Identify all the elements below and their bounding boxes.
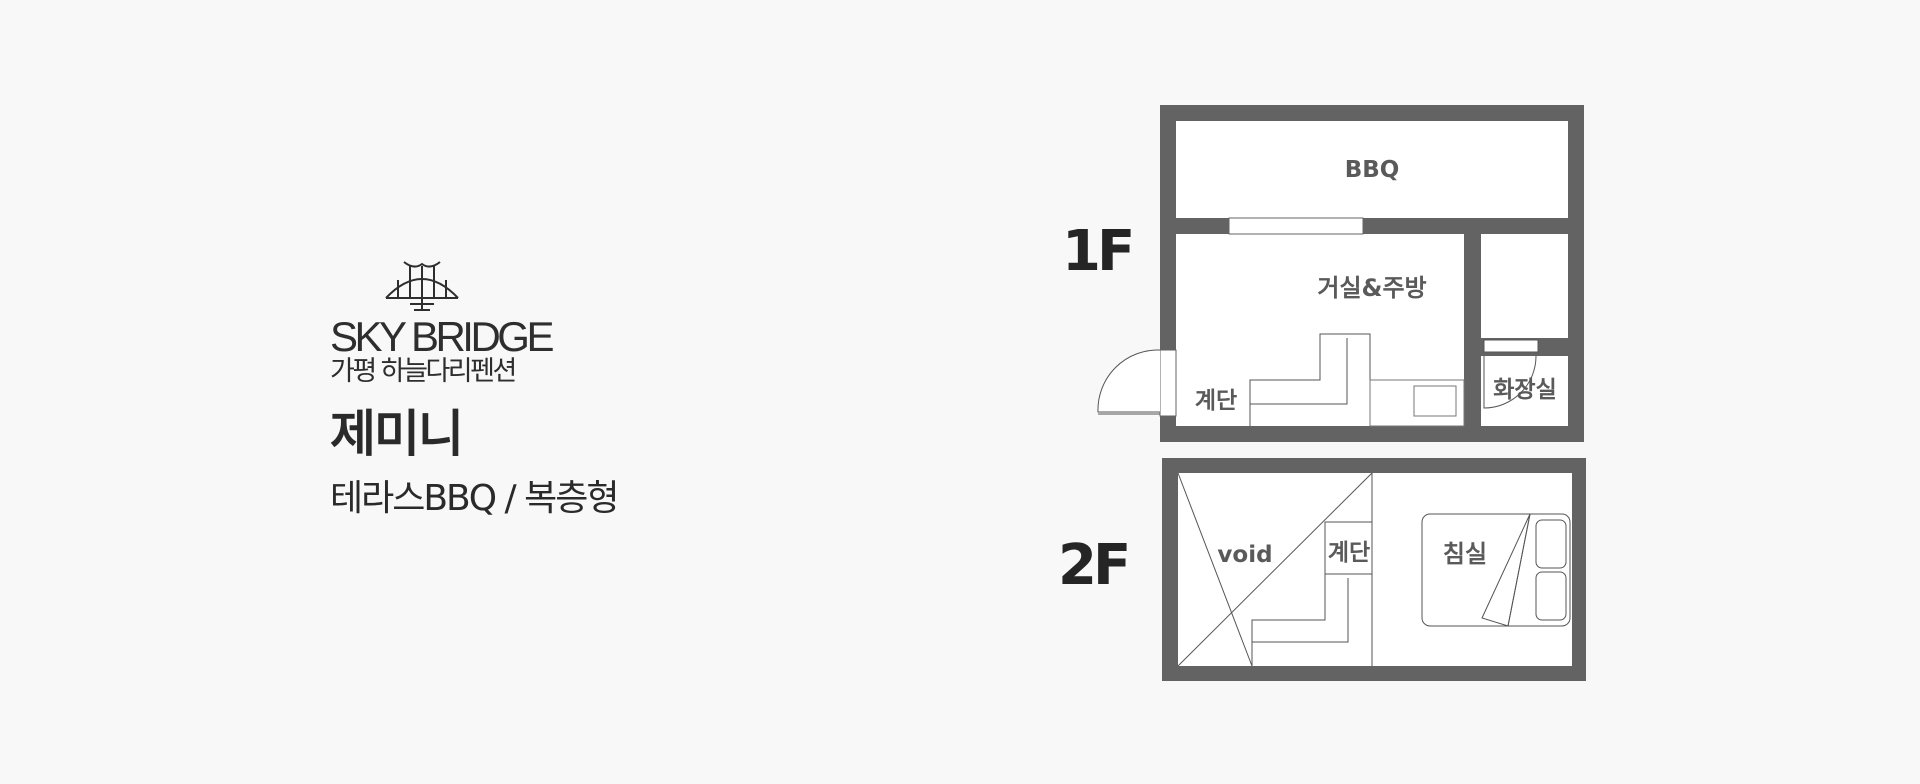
room-name: 제미니 [330, 405, 464, 463]
patio-window [1228, 217, 1364, 235]
floor-1-stairs [1249, 333, 1371, 426]
brand-name: SKY BRIDGE [330, 313, 554, 360]
bed [1421, 513, 1571, 627]
void-label: void [1217, 542, 1272, 568]
floor-2-plan: 2F void 계단 침실 [1058, 458, 1586, 681]
floor-2-label: 2F [1058, 533, 1127, 598]
bathroom-door [1483, 339, 1539, 353]
entry-door-swing [1097, 349, 1161, 413]
bathroom-door-swing [1483, 355, 1537, 409]
bridge-logo-icon [385, 261, 459, 311]
bathroom-wall-stub [1540, 338, 1568, 356]
bbq-label: BBQ [1345, 157, 1400, 183]
kitchen-counter [1369, 379, 1465, 427]
brand-subtitle: 가평 하늘다리펜션 [330, 356, 517, 387]
bathroom-partition [1464, 338, 1481, 426]
floor-2-stairs-label: 계단 [1328, 540, 1370, 566]
bedroom-label: 침실 [1443, 540, 1487, 568]
floor-1-stairs-label: 계단 [1195, 388, 1237, 414]
bathroom-upper [1481, 234, 1568, 338]
bathroom-wall-cap [1464, 338, 1484, 342]
floor-1-plan: 1F BBQ 거실&주방 계단 화장실 [1062, 105, 1584, 442]
living-kitchen-label: 거실&주방 [1317, 274, 1426, 302]
pillow-bottom [1535, 571, 1567, 621]
kitchen-sink [1413, 385, 1457, 417]
room-type: 테라스BBQ / 복층형 [330, 478, 619, 519]
entry-door-opening [1159, 349, 1177, 417]
floor-2-stairs [1251, 573, 1372, 666]
bbq-room [1176, 121, 1568, 218]
floor-1-label: 1F [1062, 219, 1131, 284]
bathroom-label: 화장실 [1493, 377, 1556, 403]
void-diagonal-b [1177, 472, 1253, 667]
void-diagonal-a [1177, 472, 1373, 667]
pillow-top [1535, 519, 1567, 569]
bathroom-room [1481, 356, 1568, 426]
